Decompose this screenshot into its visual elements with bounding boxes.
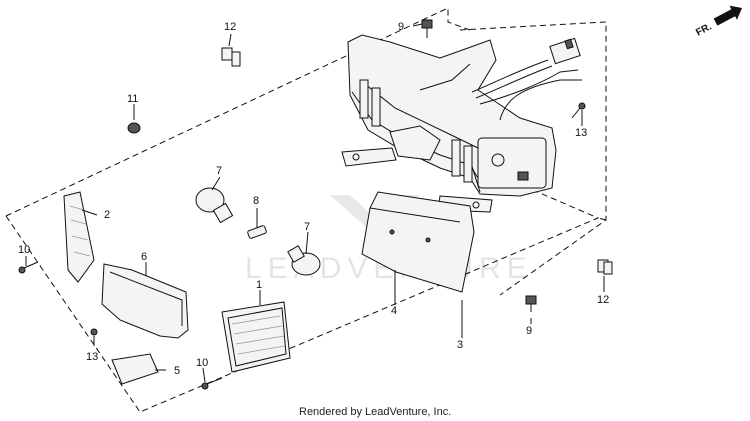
footer-credit: Rendered by LeadVenture, Inc.: [299, 406, 451, 418]
callout-8: 8: [253, 195, 259, 207]
bolt-top: [421, 19, 433, 38]
callout-4: 4: [391, 305, 397, 317]
callout-13-left: 13: [86, 351, 98, 363]
callout-7-upper: 7: [216, 165, 222, 177]
bulb-stop-tail: [195, 187, 234, 224]
callout-10-left: 10: [18, 244, 30, 256]
wire-harness: [471, 37, 582, 121]
callout-3: 3: [457, 339, 463, 351]
grommet-left: [221, 47, 241, 67]
callout-10-bottom: 10: [196, 357, 208, 369]
front-direction-arrow: FR.: [694, 5, 743, 39]
callout-6: 6: [141, 251, 147, 263]
bulb-small: [247, 225, 267, 239]
callout-12-left: 12: [224, 21, 236, 33]
screw-cover: [90, 328, 98, 336]
callout-2: 2: [104, 209, 110, 221]
callout-9-top: 9: [398, 21, 404, 33]
side-reflector: [63, 191, 95, 283]
callout-12-right: 12: [597, 294, 609, 306]
screw-housing: [571, 102, 586, 119]
front-direction-label: FR.: [694, 21, 714, 38]
tail-housing: [347, 34, 557, 197]
screw-left: [18, 261, 39, 274]
callout-11: 11: [127, 93, 138, 105]
rubber-pad: [111, 353, 159, 385]
bulb-license: [287, 245, 321, 276]
callout-leaders: [25, 23, 605, 383]
nut: [127, 122, 141, 134]
grommet-right: [597, 259, 613, 275]
callout-9-bottom: 9: [526, 325, 532, 337]
screw-bottom: [201, 377, 223, 390]
assembly-outline-right: [459, 21, 607, 296]
tail-lens: [221, 301, 291, 373]
callout-1: 1: [256, 279, 262, 291]
callout-7-lower: 7: [304, 221, 310, 233]
license-bracket: [341, 147, 493, 293]
lens-cover: [101, 263, 189, 339]
callout-13-right: 13: [575, 127, 587, 139]
bolt-right: [525, 295, 537, 312]
callout-5: 5: [174, 365, 180, 377]
